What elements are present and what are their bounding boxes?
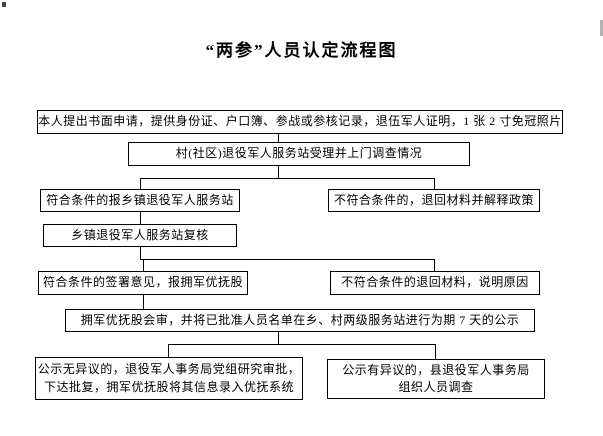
node-qualified-report-township: 符合条件的报乡镇退役军人服务站 <box>40 189 240 212</box>
connector-v9 <box>143 295 144 309</box>
connector-h2 <box>140 259 435 260</box>
connector-v2 <box>278 166 279 178</box>
connector-v5 <box>140 212 141 224</box>
node-unqualified-return-reason: 不符合条件的退回材料，说明原因 <box>330 271 540 295</box>
connector-v1 <box>278 134 279 142</box>
connector-v7 <box>143 259 144 271</box>
node-village-station-accept: 村(社区)退役军人服务站受理并上门调查情况 <box>128 142 470 166</box>
connector-v3 <box>140 178 141 189</box>
node-objection-investigate: 公示有异议的，县退役军人事务局 组织人员调查 <box>327 359 545 399</box>
connector-v8 <box>434 259 435 271</box>
connector-h3 <box>168 344 436 345</box>
node-unqualified-return-explain: 不符合条件的，退回材料并解释政策 <box>328 189 540 212</box>
connector-v4 <box>434 178 435 189</box>
node-no-objection-approval: 公示无异议的，退役军人事务局党组研究审批， 下达批复，拥军优抚股将其信息录入优抚… <box>35 357 303 400</box>
page-corner-artifact <box>2 2 6 7</box>
node-application: 本人提出书面申请，提供身份证、户口簿、参战或参核记录，退伍军人证明，1 张 2 … <box>37 110 563 134</box>
node-qualified-sign-opinion: 符合条件的签署意见，报拥军优抚股 <box>38 271 248 295</box>
connector-v12 <box>435 344 436 359</box>
scrollbar-fragment[interactable] <box>600 20 603 36</box>
node-joint-review-publicity: 拥军优抚股会审，并将已批准人员名单在乡、村两级服务站进行为期 7 天的公示 <box>65 309 535 332</box>
connector-v6 <box>140 247 141 259</box>
page-title: “两参”人员认定流程图 <box>205 41 398 60</box>
node-township-station-review: 乡镇退役军人服务站复核 <box>43 224 237 247</box>
connector-v11 <box>168 344 169 357</box>
connector-h1 <box>140 178 435 179</box>
connector-v10 <box>278 332 279 344</box>
